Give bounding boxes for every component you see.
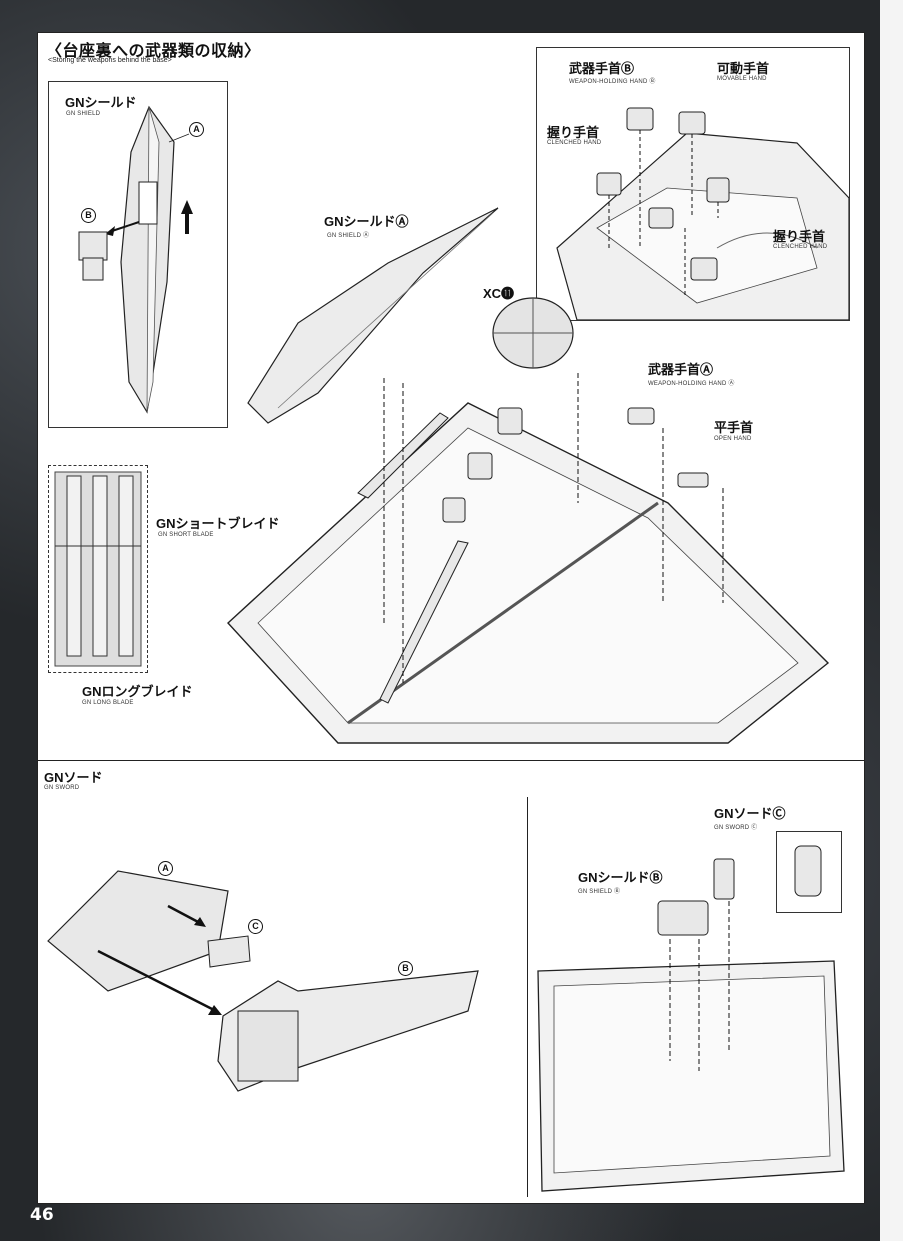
instruction-sheet: 〈台座裏への武器類の収納〉 <Storing the weapons behin… [37,32,865,1204]
marker-c-1: C [248,919,263,934]
page-number: 46 [30,1205,54,1225]
sword-c-detail-illustration [794,845,822,897]
gn-shield-illustration [78,105,193,414]
marker-b-1: B [81,208,96,223]
long-blade-label-en: GN LONG BLADE [82,700,134,706]
long-blade-label: GNロングブレイド [82,684,193,699]
marker-a-1: A [189,122,204,137]
open-hand-label: 平手首 [714,420,754,435]
clenched-hand-label-1: 握り手首 [547,125,600,140]
gn-sword-label-en: GN SWORD [44,785,80,791]
blade-inset-frame [48,465,148,673]
clenched-hand-label-2-en: CLENCHED HAND [773,244,828,250]
gn-shield-label: GNシールド [65,95,137,110]
weapon-hand-b-label: 武器手首Ⓑ [569,61,635,76]
section-subtitle: <Storing the weapons behind the base> [48,57,172,64]
next-page-edge [880,0,903,1241]
gn-sword-c-label-en: GN SWORD Ⓒ [714,825,758,831]
movable-hand-label-en: MOVABLE HAND [717,76,767,82]
base-storage-illustration [227,207,830,744]
movable-hand-label: 可動手首 [717,61,770,76]
gn-shield-label-en: GN SHIELD [66,111,101,117]
sword-c-detail-frame [776,831,842,913]
marker-b-2: B [398,961,413,976]
gn-sword-c-label: GNソードⒸ [714,806,786,821]
gn-shield-a-label-en: GN SHIELD Ⓐ [327,233,370,239]
section-divider [527,797,528,1197]
clenched-hand-label-1-en: CLENCHED HAND [547,140,602,146]
section-title: 〈台座裏への武器類の収納〉 [46,43,261,60]
xc11-label: XC⓫ [483,286,515,301]
weapon-hand-a-label: 武器手首Ⓐ [648,362,714,377]
storage-section: 〈台座裏への武器類の収納〉 <Storing the weapons behin… [38,33,864,761]
short-blade-label: GNショートブレイド [156,516,280,531]
marker-a-2: A [158,861,173,876]
open-hand-label-en: OPEN HAND [714,436,752,442]
gn-shield-a-label: GNシールドⒶ [324,214,409,229]
blade-inset-illustration [54,471,142,667]
weapon-hand-b-label-en: WEAPON-HOLDING HAND Ⓑ [569,79,656,85]
gn-sword-label: GNソード [44,770,103,785]
hands-detail-frame: 武器手首Ⓑ WEAPON-HOLDING HAND Ⓑ 可動手首 MOVABLE… [536,47,850,321]
clenched-hand-label-2: 握り手首 [773,229,826,244]
gn-sword-illustration [47,870,479,1092]
gn-shield-detail-frame: GNシールド GN SHIELD A B [48,81,228,428]
gn-shield-b-label: GNシールドⒷ [578,870,663,885]
hands-base-illustration [556,107,849,320]
gn-shield-b-label-en: GN SHIELD Ⓑ [578,889,621,895]
gn-sword-section: GNソード GN SWORD A C B GNソードⒸ GN SWORD Ⓒ G… [38,761,864,1203]
weapon-hand-a-label-en: WEAPON-HOLDING HAND Ⓐ [648,381,735,387]
base-sword-storage-illustration [537,858,845,1192]
short-blade-label-en: GN SHORT BLADE [158,532,214,538]
